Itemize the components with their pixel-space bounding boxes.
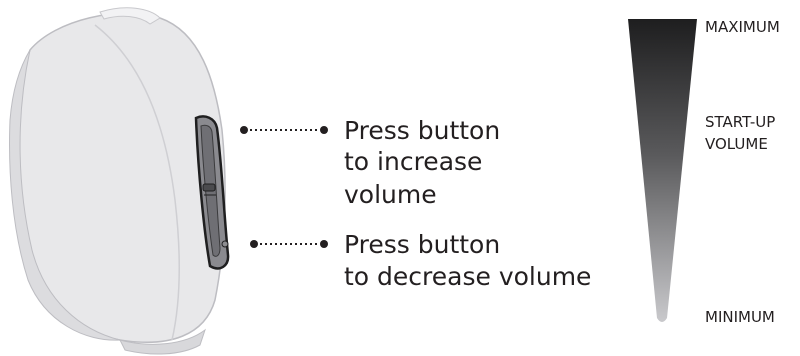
device-seam [94,24,181,341]
volume-label-minimum: MINIMUM [705,308,775,326]
volume-label-startup-line-2: VOLUME [705,135,768,153]
device-shell-side [9,49,121,341]
device-illustration [9,7,230,355]
volume-wedge [628,19,697,322]
rocker-center-notch [202,183,216,192]
callout-increase-line-2: to increase [344,147,482,176]
callout-decrease-start-dot [250,240,258,248]
callout-increase-start-dot [240,126,248,134]
volume-label-maximum: MAXIMUM [705,18,780,36]
callout-decrease-line-2: to decrease volume [344,262,591,291]
device-top-cap [99,7,161,25]
callout-decrease: Press button to decrease volume [250,230,591,291]
volume-label-startup-line-1: START-UP [705,113,775,131]
volume-rocker-button[interactable] [194,115,230,270]
device-base [119,328,206,355]
callout-increase-line-1: Press button [344,116,500,145]
callout-increase: Press button to increase volume [240,116,500,209]
rocker-lower-dot [221,240,229,248]
volume-scale: MAXIMUM START-UP VOLUME MINIMUM [628,18,780,326]
callout-decrease-line-1: Press button [344,230,500,259]
callout-increase-end-dot [320,126,328,134]
callout-decrease-end-dot [320,240,328,248]
callout-increase-line-3: volume [344,180,437,209]
